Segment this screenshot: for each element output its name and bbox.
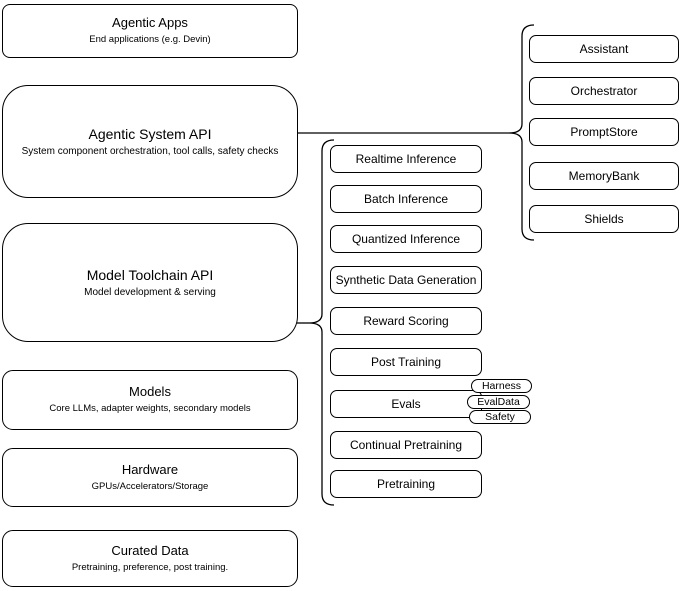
node-orchestrator: Orchestrator	[529, 77, 679, 105]
node-label: Continual Pretraining	[349, 438, 463, 452]
brace-toolchain-group	[308, 139, 335, 506]
node-label: Quantized Inference	[351, 232, 461, 246]
node-assistant: Assistant	[529, 35, 679, 63]
node-label: Assistant	[579, 42, 629, 56]
node-post-training: Post Training	[330, 348, 482, 376]
node-title: Models	[129, 384, 171, 400]
tag-evaldata: EvalData	[467, 395, 530, 409]
node-label: MemoryBank	[568, 169, 640, 183]
tag-harness: Harness	[471, 379, 532, 393]
node-agentic-system-api: Agentic System API System component orch…	[2, 85, 298, 198]
node-label: Shields	[584, 212, 624, 226]
node-synthetic-data-generation: Synthetic Data Generation	[330, 266, 482, 294]
node-model-toolchain-api: Model Toolchain API Model development & …	[2, 223, 298, 342]
node-subtitle: Model development & serving	[84, 286, 216, 298]
node-subtitle: GPUs/Accelerators/Storage	[91, 480, 209, 492]
node-label: Synthetic Data Generation	[335, 273, 477, 287]
node-subtitle: Pretraining, preference, post training.	[71, 561, 229, 573]
node-continual-pretraining: Continual Pretraining	[330, 431, 482, 459]
node-evals: Evals	[330, 390, 482, 418]
node-title: Hardware	[121, 461, 179, 477]
tag-label: Safety	[485, 410, 515, 423]
node-title: Curated Data	[111, 542, 189, 558]
node-models: Models Core LLMs, adapter weights, secon…	[2, 370, 298, 430]
node-label: Orchestrator	[570, 84, 638, 98]
tag-safety: Safety	[469, 410, 531, 424]
brace-components-group	[508, 24, 535, 241]
node-label: Batch Inference	[363, 192, 449, 206]
node-label: Reward Scoring	[363, 314, 449, 328]
tag-label: EvalData	[477, 395, 520, 408]
node-agentic-apps: Agentic Apps End applications (e.g. Devi…	[2, 4, 298, 58]
tag-label: Harness	[481, 379, 522, 392]
node-memorybank: MemoryBank	[529, 162, 679, 190]
node-label: PromptStore	[570, 125, 638, 139]
node-label: Pretraining	[376, 477, 436, 491]
node-curated-data: Curated Data Pretraining, preference, po…	[2, 530, 298, 587]
node-title: Model Toolchain API	[86, 266, 214, 283]
node-reward-scoring: Reward Scoring	[330, 307, 482, 335]
node-realtime-inference: Realtime Inference	[330, 145, 482, 173]
node-title: Agentic System API	[88, 125, 212, 142]
node-subtitle: Core LLMs, adapter weights, secondary mo…	[49, 403, 251, 414]
node-quantized-inference: Quantized Inference	[330, 225, 482, 253]
node-label: Evals	[391, 397, 421, 411]
node-title: Agentic Apps	[112, 15, 188, 31]
node-pretraining: Pretraining	[330, 470, 482, 498]
node-label: Post Training	[370, 355, 442, 369]
node-promptstore: PromptStore	[529, 118, 679, 146]
node-subtitle: System component orchestration, tool cal…	[21, 145, 279, 157]
node-subtitle: End applications (e.g. Devin)	[89, 34, 211, 45]
node-label: Realtime Inference	[355, 152, 457, 166]
node-batch-inference: Batch Inference	[330, 185, 482, 213]
node-hardware: Hardware GPUs/Accelerators/Storage	[2, 448, 298, 507]
node-shields: Shields	[529, 205, 679, 233]
